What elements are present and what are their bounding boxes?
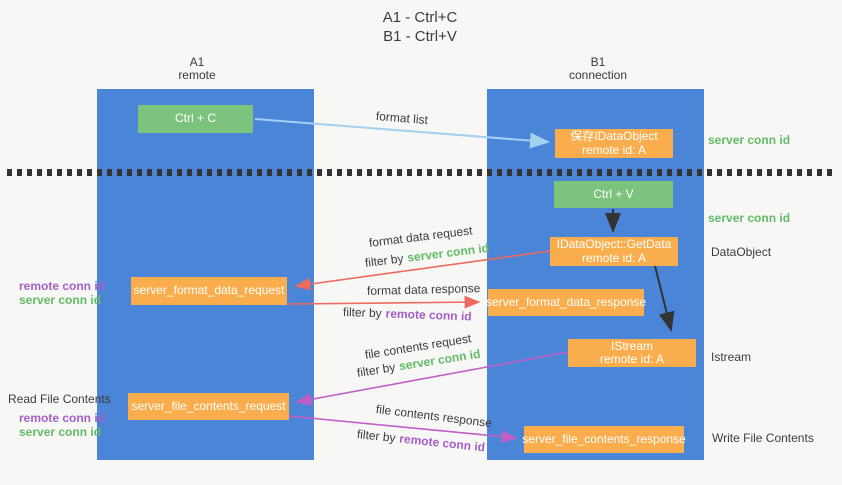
title-line-b1: B1 - Ctrl+V [383,28,457,45]
label-server-conn-id-right-mid: server conn id [708,211,791,225]
server-format-data-response-box: server_format_data_response [485,289,647,316]
istream-box: IStream remote id: A [568,339,696,367]
conn-id-stack-top: remote conn id server conn id [19,279,105,307]
filter-by-text: filter by [364,251,405,270]
lane-a1-role: remote [178,68,216,82]
server-format-data-response-label: server_format_data_response [485,294,647,309]
arrow-format-data-response [288,295,481,309]
filter-by-text: filter by [356,427,397,446]
lane-header-a1: A1 remote [137,56,257,82]
label-server-conn-id-left-top: server conn id [19,293,102,307]
label-server-conn-id-left-bottom: server conn id [19,425,102,439]
server-file-contents-request-label: server_file_contents_request [131,398,286,413]
idataobject-getdata-box: IDataObject::GetData remote id: A [550,237,678,266]
save-idataobject-line1: 保存IDataObject [570,129,658,143]
filter-by-text: filter by [355,360,397,380]
ctrl-v-label: Ctrl + V [593,186,634,201]
idataobject-getdata-line1: IDataObject::GetData [556,237,672,251]
title-line-a1: A1 - Ctrl+C [382,9,458,26]
label-remote-conn-id-left-top: remote conn id [19,279,106,293]
label-istream: Istream [711,350,752,364]
istream-line2: remote id: A [599,352,665,366]
remote-conn-id-text: remote conn id [398,431,486,455]
save-idataobject-box: 保存IDataObject remote id: A [555,129,673,158]
label-remote-conn-id-left-bottom: remote conn id [19,411,106,425]
ctrl-c-label: Ctrl + C [174,111,216,126]
server-file-contents-request-box: server_file_contents_request [128,393,289,420]
save-idataobject-line2: remote id: A [581,142,647,157]
conn-id-stack-bottom: remote conn id server conn id [19,411,105,439]
istream-line1: IStream [610,338,653,353]
lane-b1-name: B1 [590,55,606,69]
server-format-data-request-box: server_format_data_request [131,277,287,305]
remote-conn-id-text: remote conn id [385,306,472,324]
label-format-list: format list [375,109,429,128]
lane-header-b1: B1 connection [538,56,658,82]
lane-b1-role: connection [568,68,628,82]
server-file-contents-response-box: server_file_contents_response [522,426,686,453]
server-format-data-request-label: server_format_data_request [133,283,285,298]
label-read-file-contents: Read File Contents [8,392,111,406]
label-dataobject: DataObject [711,245,772,259]
ctrl-c-box: Ctrl + C [138,105,253,133]
label-format-data-response: format data response [366,281,481,298]
ctrl-v-box: Ctrl + V [554,181,673,208]
server-file-contents-response-label: server_file_contents_response [522,431,686,446]
session-divider-line [7,169,835,176]
label-file-contents-response: file contents response [375,402,493,431]
server-conn-id-text: server conn id [406,240,490,265]
lane-a1-name: A1 [189,55,205,69]
diagram-title: A1 - Ctrl+C B1 - Ctrl+V [330,8,510,46]
filter-by-text: filter by [342,305,382,321]
label-server-conn-id-right-top: server conn id [708,133,791,147]
label-write-file-contents: Write File Contents [712,431,814,445]
idataobject-getdata-line2: remote id: A [581,250,647,265]
